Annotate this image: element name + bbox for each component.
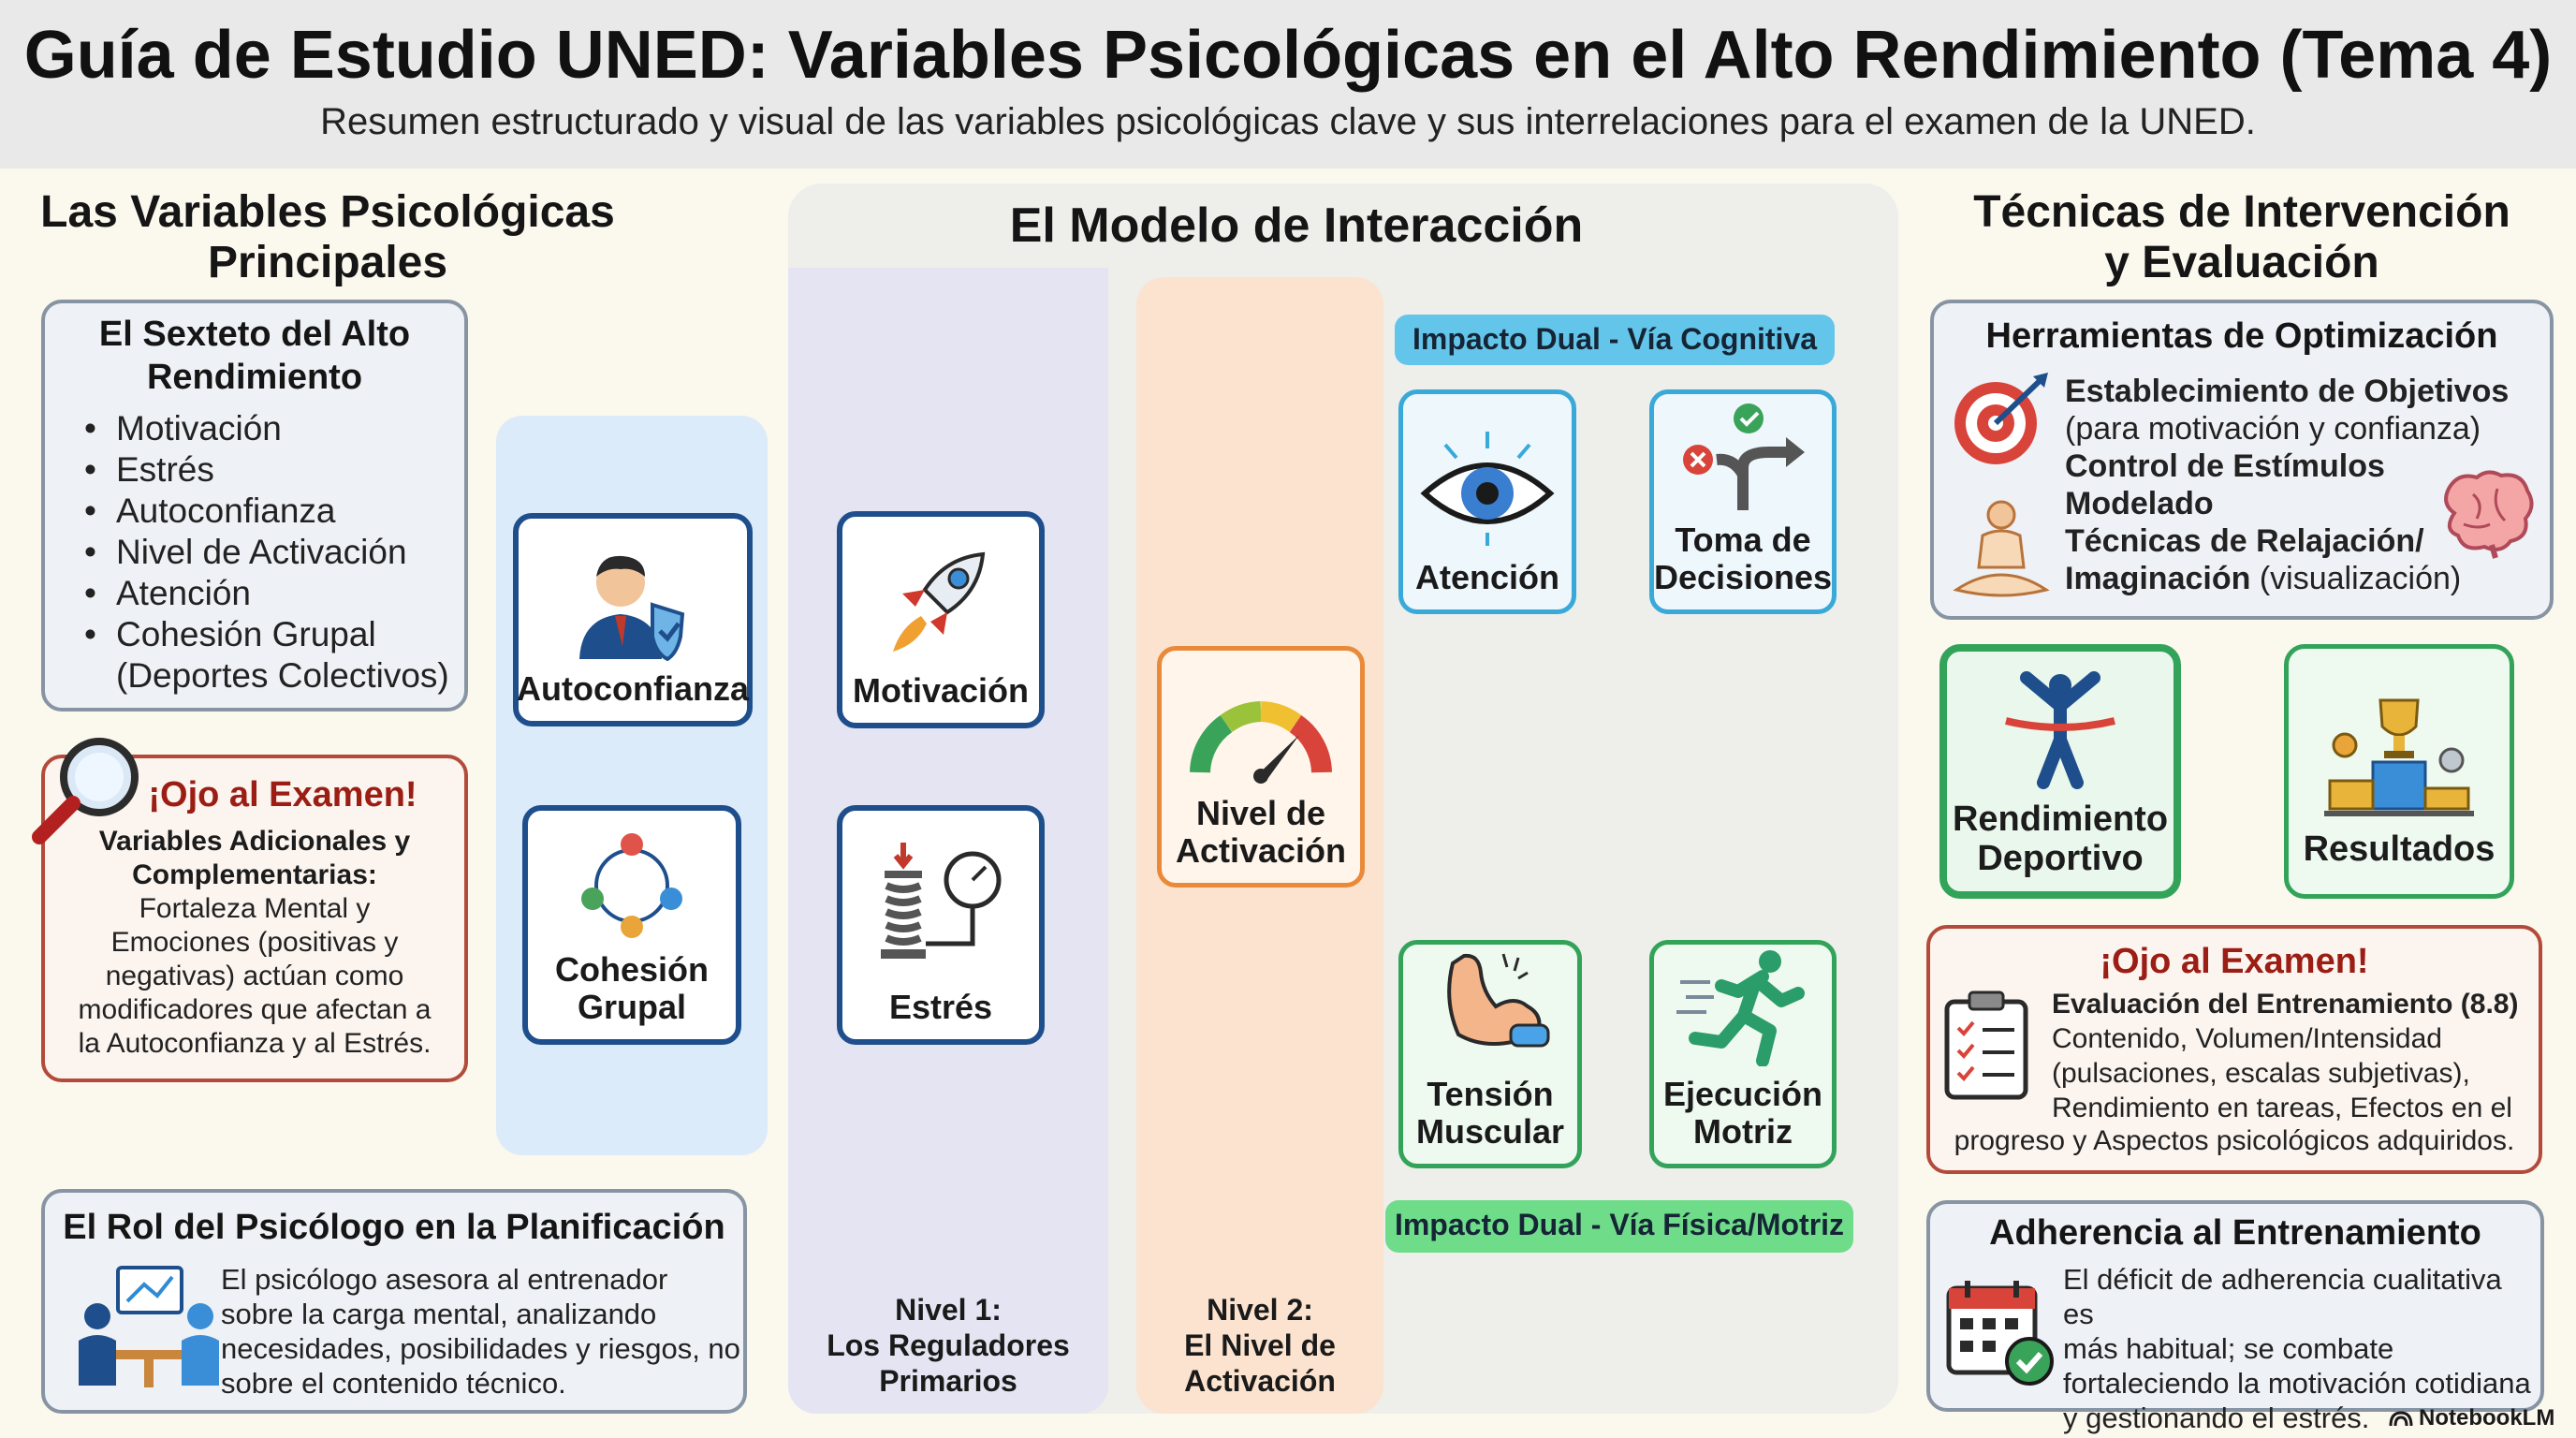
ojo-examen-right-title: ¡Ojo al Examen! xyxy=(2100,942,2369,981)
herramientas-card: Herramientas de Optimización Establecimi… xyxy=(1930,300,2554,620)
meditation-icon xyxy=(1953,500,2050,597)
right-section-title: Técnicas de Intervención y Evaluación xyxy=(1973,187,2510,287)
level2-label: Nivel 2: El Nivel de Activación xyxy=(1184,1293,1336,1398)
flexed-arm-icon xyxy=(1447,953,1550,1048)
sexteto-card: El Sexteto del Alto Rendimiento Motivaci… xyxy=(41,300,468,712)
finish-line-icon xyxy=(2005,671,2115,789)
node-ejecucion-motriz: Ejecución Motriz xyxy=(1649,940,1837,1168)
sexteto-title: El Sexteto del Alto Rendimiento xyxy=(98,315,411,397)
group-cycle-icon xyxy=(581,833,682,938)
sexteto-list: Motivación Estrés Autoconfianza Nivel de… xyxy=(73,408,464,655)
notebooklm-logo-icon xyxy=(2389,1411,2413,1427)
adherencia-title: Adherencia al Entrenamiento xyxy=(1989,1213,2481,1253)
ojo-right-last: progreso y Aspectos psicológicos adquiri… xyxy=(1954,1125,2515,1156)
herramientas-title: Herramientas de Optimización xyxy=(1985,316,2498,356)
ojo-examen-left-title: ¡Ojo al Examen! xyxy=(148,775,417,814)
rol-psicologo-card: El Rol del Psicólogo en la Planificación… xyxy=(41,1189,747,1414)
ojo-left-bold: Variables Adicionales y Complementarias: xyxy=(98,826,411,890)
rol-title: El Rol del Psicólogo en la Planificación xyxy=(63,1208,725,1247)
adherencia-body: El déficit de adherencia cualitativa es … xyxy=(2063,1263,2531,1434)
trophy-podium-icon xyxy=(2324,698,2474,816)
rocket-icon xyxy=(893,551,986,652)
ojo-examen-right-card: ¡Ojo al Examen! Evaluación del Entrenami… xyxy=(1926,925,2542,1174)
list-item: Autoconfianza xyxy=(73,491,464,532)
gauge-icon xyxy=(1190,701,1332,784)
list-item: Atención xyxy=(73,573,464,614)
level1-label: Nivel 1: Los Reguladores Primarios xyxy=(827,1293,1070,1398)
modelo-title: El Modelo de Interacción xyxy=(1009,198,1584,253)
header-band xyxy=(0,0,2576,169)
magnifier-icon xyxy=(32,738,139,844)
node-autoconfianza: Autoconfianza xyxy=(513,513,753,726)
decision-arrows-icon xyxy=(1683,404,1805,510)
list-item: Motivación xyxy=(73,408,464,449)
node-estres: Estrés xyxy=(837,805,1045,1045)
pill-via-fisica: Impacto Dual - Vía Física/Motriz xyxy=(1385,1200,1853,1253)
node-toma-decisiones: Toma de Decisiones xyxy=(1649,389,1837,614)
list-item: Nivel de Activación xyxy=(73,532,464,573)
meeting-icon xyxy=(79,1266,219,1387)
brand-mark: NotebookLM xyxy=(2389,1404,2572,1432)
page-subtitle: Resumen estructurado y visual de las var… xyxy=(320,101,2256,142)
eye-icon xyxy=(1420,432,1555,546)
list-item: Cohesión Grupal xyxy=(73,614,464,655)
herramientas-list: Establecimiento de Objetivos (para motiv… xyxy=(2065,374,2510,596)
node-nivel-activacion: Nivel de Activación xyxy=(1157,646,1365,888)
node-tension-muscular: Tensión Muscular xyxy=(1398,940,1582,1168)
node-atencion: Atención xyxy=(1398,389,1576,614)
runner-icon xyxy=(1676,950,1805,1066)
node-cohesion-grupal: Cohesión Grupal xyxy=(522,805,741,1045)
node-rendimiento-deportivo: Rendimiento Deportivo xyxy=(1939,644,2181,899)
ojo-left-body: Fortaleza Mental y Emociones (positivas … xyxy=(78,893,432,1059)
left-section-title: Las Variables Psicológicas Principales xyxy=(40,187,615,287)
sexteto-note: (Deportes Colectivos) xyxy=(116,656,449,695)
node-motivacion: Motivación xyxy=(837,511,1045,728)
person-shield-icon xyxy=(579,555,685,661)
clipboard-checklist-icon xyxy=(1944,990,2028,1100)
rol-body: El psicólogo asesora al entrenador sobre… xyxy=(221,1263,740,1400)
calendar-check-icon xyxy=(1946,1281,2054,1386)
node-resultados: Resultados xyxy=(2284,644,2514,899)
adherencia-card: Adherencia al Entrenamiento El déficit d… xyxy=(1926,1200,2544,1434)
page-title: Guía de Estudio UNED: Variables Psicológ… xyxy=(23,18,2553,93)
pill-via-cognitiva: Impacto Dual - Vía Cognitiva xyxy=(1395,315,1835,365)
brain-icon xyxy=(2444,470,2534,559)
target-icon xyxy=(1954,373,2048,464)
list-item: Estrés xyxy=(73,449,464,491)
spring-gauge-icon xyxy=(881,843,1002,959)
ojo-right-body: Evaluación del Entrenamiento (8.8) Conte… xyxy=(2052,989,2519,1123)
